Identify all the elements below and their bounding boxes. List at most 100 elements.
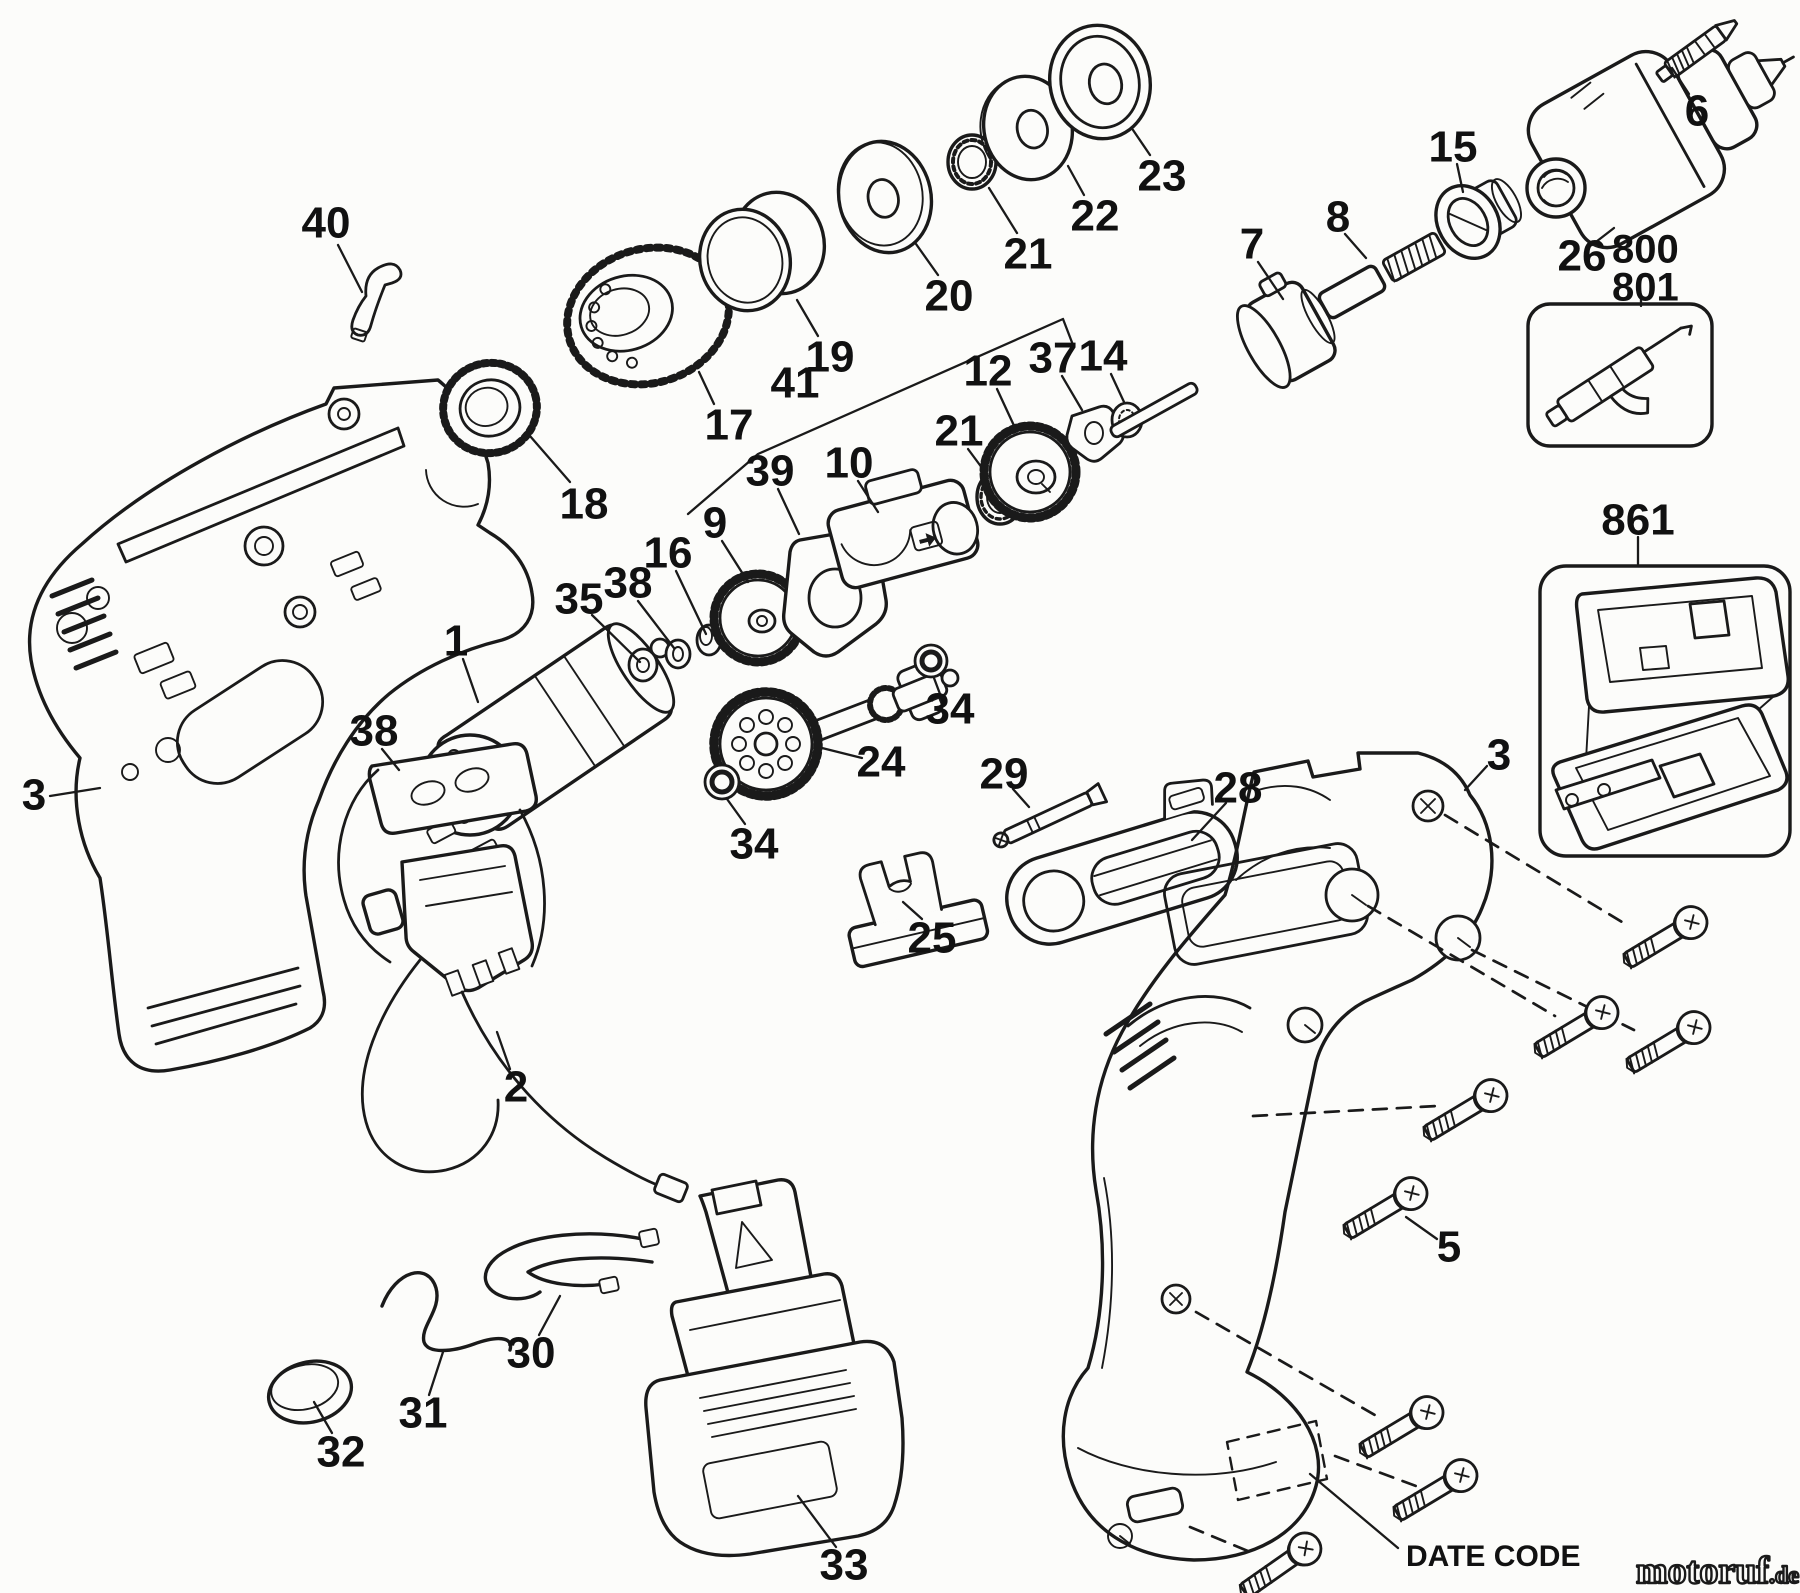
leader-15 xyxy=(1455,162,1465,194)
assembly-dash-line-4 xyxy=(1251,1104,1439,1118)
switch-assembly-2 xyxy=(337,742,689,1204)
housing-screw-1 xyxy=(1622,905,1709,970)
spring-rings-19 xyxy=(697,190,827,313)
assembly-dash-line-5 xyxy=(1194,1310,1382,1420)
right-housing-half xyxy=(1061,751,1494,1562)
leader-39 xyxy=(776,487,801,536)
date-code-annotation: DATE CODE xyxy=(1225,1419,1580,1573)
seal-ring-34-lower xyxy=(703,763,741,801)
leader-20 xyxy=(914,242,940,277)
leader-7 xyxy=(1256,260,1285,301)
part-label-21b: 21 xyxy=(935,407,984,456)
part-label-5: 5 xyxy=(1437,1223,1461,1272)
date-code-box xyxy=(1225,1419,1329,1502)
leader-28 xyxy=(1190,801,1228,842)
part-label-41: 41 xyxy=(771,359,820,408)
watermark-motoruf: motoruf.de xyxy=(1635,1549,1800,1593)
wire-spring-31 xyxy=(380,1271,513,1353)
watermark-text: motoruf.de xyxy=(1636,1550,1799,1592)
part-label-16: 16 xyxy=(644,529,693,578)
bracket-41 xyxy=(686,317,1075,516)
rim-washer-23 xyxy=(1047,23,1153,141)
part-label-35: 35 xyxy=(555,575,604,624)
ring-gear-18 xyxy=(439,358,541,458)
motor-mount-25 xyxy=(847,851,990,969)
part-label-800: 800 xyxy=(1612,228,1679,272)
leader-38b xyxy=(380,747,401,772)
leader-8 xyxy=(1343,232,1368,260)
leader-6 xyxy=(1670,66,1691,96)
part-label-30: 30 xyxy=(507,1329,556,1378)
washer-38-front xyxy=(664,638,692,670)
part-label-15: 15 xyxy=(1429,123,1478,172)
lock-plate-37 xyxy=(1065,404,1125,463)
carrying-case-861 xyxy=(1538,564,1792,858)
washer-20 xyxy=(836,139,934,255)
part-label-38b: 38 xyxy=(350,707,399,756)
output-gear-24 xyxy=(709,662,960,801)
part-label-861: 861 xyxy=(1601,496,1674,545)
leader-3R xyxy=(1463,764,1489,792)
leader-18 xyxy=(528,434,572,484)
leader-17 xyxy=(697,370,716,406)
part-label-801: 801 xyxy=(1612,266,1679,310)
part-label-6: 6 xyxy=(1685,87,1709,136)
grease-tool-box-800-801 xyxy=(1526,302,1714,448)
leader-22 xyxy=(1066,164,1086,197)
housing-screw-8 xyxy=(1238,1531,1323,1593)
clutch-housing-10 xyxy=(826,468,980,590)
leader-23 xyxy=(1131,128,1152,157)
seal-ring-34-upper xyxy=(913,643,949,679)
leader-35 xyxy=(590,613,642,664)
part-label-37: 37 xyxy=(1029,334,1078,383)
housing-screw-2 xyxy=(1533,995,1620,1060)
leader-21a xyxy=(987,186,1019,235)
screw-bit-6 xyxy=(1655,19,1739,83)
bit-holder-28 xyxy=(1005,778,1239,946)
part-label-1: 1 xyxy=(444,617,468,666)
part-label-9: 9 xyxy=(703,499,727,548)
part-label-29: 29 xyxy=(980,750,1029,799)
retainer-clip-30 xyxy=(483,1227,660,1301)
leader-1 xyxy=(461,657,480,704)
housing-screw-5 xyxy=(1342,1176,1429,1241)
part-label-31: 31 xyxy=(399,1389,448,1438)
part-label-2: 2 xyxy=(504,1063,528,1112)
end-cap-32 xyxy=(266,1359,354,1425)
gear-12 xyxy=(979,421,1081,523)
part-label-18: 18 xyxy=(560,480,609,529)
part-label-38a: 38 xyxy=(604,559,653,608)
part-label-25: 25 xyxy=(908,914,957,963)
part-label-12: 12 xyxy=(964,347,1013,396)
leader-5 xyxy=(1404,1215,1439,1241)
part-label-3R: 3 xyxy=(1487,731,1511,780)
part-label-10: 10 xyxy=(825,439,874,488)
leader-30 xyxy=(537,1294,562,1337)
part-label-40: 40 xyxy=(302,199,351,248)
part-label-22: 22 xyxy=(1071,192,1120,241)
assembly-dash-line-1 xyxy=(1443,813,1624,924)
leader-38a xyxy=(636,599,676,650)
part-label-8: 8 xyxy=(1326,193,1350,242)
housing-screw-7 xyxy=(1392,1458,1479,1523)
leader-19 xyxy=(795,298,820,338)
leader-29 xyxy=(1011,787,1031,809)
assembly-dash-line-7 xyxy=(1188,1525,1257,1556)
leader-14 xyxy=(1109,372,1126,404)
part-label-26: 26 xyxy=(1558,232,1607,281)
part-label-32: 32 xyxy=(317,1428,366,1477)
leader-33 xyxy=(796,1494,838,1549)
housing-screw-3 xyxy=(1625,1010,1712,1075)
part-label-21a: 21 xyxy=(1004,230,1053,279)
date-code-leader xyxy=(1308,1472,1400,1550)
leader-10 xyxy=(856,479,880,514)
leader-9 xyxy=(720,539,750,584)
left-housing-half xyxy=(27,378,535,1073)
part-label-3L: 3 xyxy=(22,771,46,820)
part-label-34b: 34 xyxy=(730,820,779,869)
bushing-15 xyxy=(1434,178,1522,260)
part-label-7: 7 xyxy=(1240,220,1264,269)
leader-31 xyxy=(427,1350,445,1397)
